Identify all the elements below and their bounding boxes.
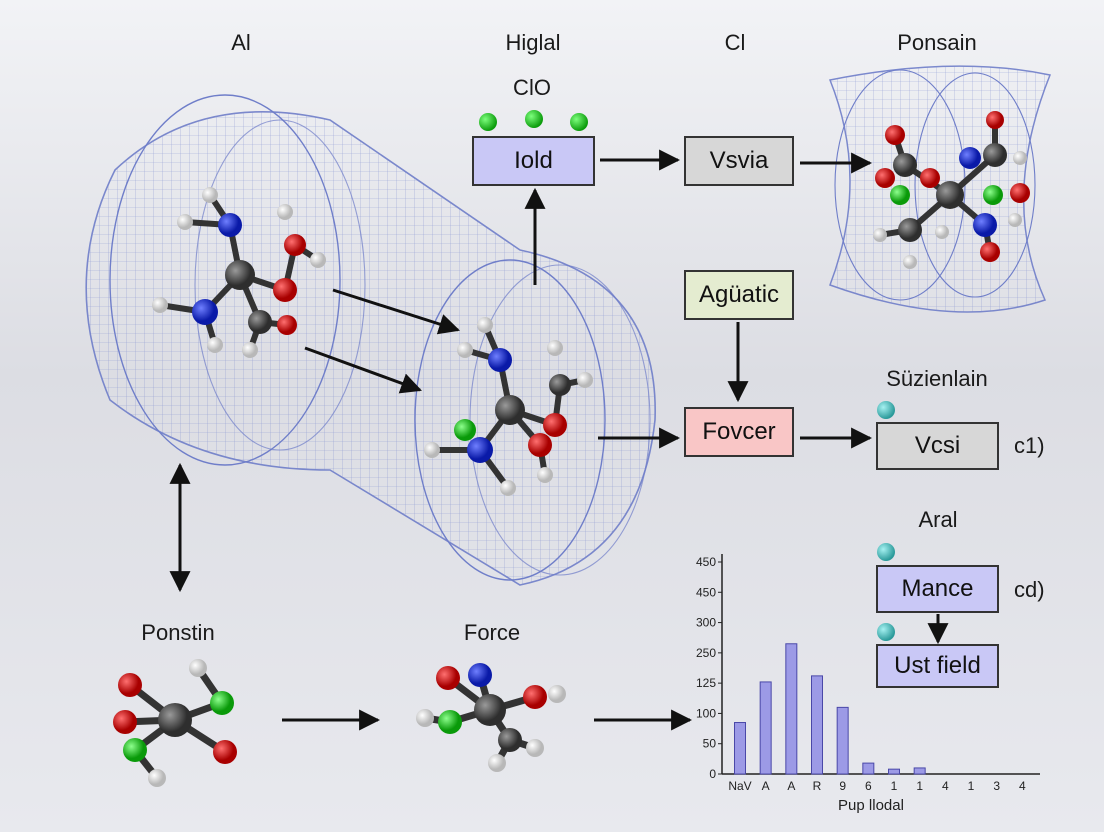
box-iold[interactable]: Iold <box>472 136 595 186</box>
box-aguatic[interactable]: Agüatic <box>684 270 794 320</box>
chart-bar <box>785 643 798 775</box>
chart-y-tick-label: 100 <box>696 706 716 720</box>
green-atom-icon <box>570 113 588 131</box>
teal-atom-icon <box>877 623 895 641</box>
label-clo: ClO <box>513 75 551 100</box>
chart-bar <box>759 681 772 775</box>
chart-y-tick-label: 125 <box>696 676 716 690</box>
flow-arrows <box>169 149 949 731</box>
box-ust-field[interactable]: Ust field <box>876 644 999 688</box>
green-atom-icon <box>525 110 543 128</box>
chart-x-tick-label: 1 <box>916 779 923 793</box>
chart-y-tick-label: 450 <box>696 555 716 569</box>
arrow-tube-lower <box>304 346 422 394</box>
chart-x-tick-label: 1 <box>968 779 975 793</box>
chart-y-tick-label: 300 <box>696 616 716 630</box>
chart-bar <box>913 767 926 775</box>
chart-x-tick-label: 4 <box>1019 779 1026 793</box>
chart-x-tick-label: 1 <box>891 779 898 793</box>
label-ponsain: Ponsain <box>897 30 977 55</box>
chart-x-axis-label: Pup llodal <box>838 797 904 814</box>
chart-x-tick-label: 6 <box>865 779 872 793</box>
teal-atom-icon <box>877 543 895 561</box>
box-fovcer[interactable]: Fovcer <box>684 407 794 457</box>
chart-bar <box>811 675 823 775</box>
chart-y-tick-label: 250 <box>696 646 716 660</box>
chart-bar <box>734 722 746 775</box>
green-atom-icon <box>479 113 497 131</box>
box-vsvia[interactable]: Vsvia <box>684 136 794 186</box>
label-suzienlain: Süzienlain <box>886 366 988 391</box>
side-label-c1: c1) <box>1014 433 1045 458</box>
chart-bar <box>836 706 849 775</box>
label-cl: Cl <box>724 30 746 55</box>
side-label-cd: cd) <box>1014 577 1045 602</box>
label-aral: Aral <box>918 507 958 532</box>
chart-x-tick-label: 3 <box>993 779 1000 793</box>
chart-bar <box>888 768 900 775</box>
chart-y-tick-label: 450 <box>696 585 716 599</box>
box-vcsi[interactable]: Vcsi <box>876 422 999 470</box>
chart-x-tick-label: 9 <box>839 779 846 793</box>
label-higlal: Higlal <box>505 30 561 55</box>
box-mance[interactable]: Mance <box>876 565 999 613</box>
chart-x-tick-label: 4 <box>942 779 949 793</box>
arrow-tube-upper <box>332 288 461 335</box>
chart-x-tick-label: A <box>762 779 770 793</box>
chart-bar <box>862 762 875 775</box>
chart-y-tick-label: 0 <box>709 767 716 781</box>
chart-x-tick-label: A <box>787 779 795 793</box>
label-al: Al <box>231 30 251 55</box>
chart-y-tick-label: 50 <box>703 737 717 751</box>
label-force: Force <box>463 620 521 645</box>
label-ponstin: Ponstin <box>141 620 215 645</box>
teal-atom-icon <box>877 401 895 419</box>
chart-x-tick-label: NaV <box>728 779 751 793</box>
chart-x-tick-label: R <box>813 779 822 793</box>
